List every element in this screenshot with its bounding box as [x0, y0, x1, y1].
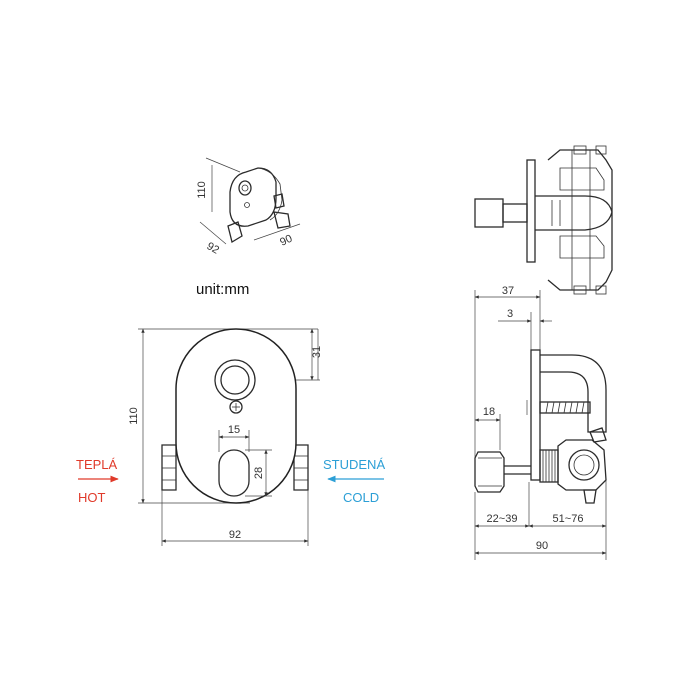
dim-110-label: 110	[128, 407, 140, 425]
threaded-rod	[539, 401, 591, 414]
dim-92-label: 92	[229, 529, 241, 541]
screw-icon	[229, 400, 243, 414]
front-view: 31 110 15 28	[128, 328, 323, 546]
outlet-ring	[214, 359, 256, 401]
iso-fitting	[273, 193, 285, 209]
dim-22-39-label: 22~39	[487, 513, 518, 525]
iso-body	[229, 167, 277, 227]
top-fitting	[589, 427, 607, 443]
iso-ext-line	[205, 157, 241, 173]
iso-width-label: 90	[278, 233, 294, 249]
dim-31-label: 31	[311, 346, 323, 358]
top-view	[474, 145, 613, 295]
dim-37-label: 37	[502, 285, 514, 297]
side-handle	[474, 451, 505, 493]
side-plate	[530, 349, 541, 481]
dim-51-76-label: 51~76	[553, 513, 584, 525]
iso-lever	[227, 221, 243, 244]
hot-label-en: HOT	[78, 490, 106, 505]
bottom-fitting	[583, 489, 597, 504]
iso-depth-label: 92	[205, 240, 222, 257]
dim-18-label: 18	[483, 406, 495, 418]
hot-flow: TEPLÁ HOT	[76, 457, 119, 505]
top-housing	[547, 149, 613, 291]
cold-label-cz: STUDENÁ	[323, 457, 385, 472]
dim-15-label: 15	[228, 424, 240, 436]
iso-inlet-right	[273, 211, 291, 229]
cover-plate	[175, 328, 297, 504]
top-handle	[474, 198, 504, 228]
iso-screw	[244, 202, 250, 208]
iso-height-label: 110	[196, 181, 208, 199]
side-view: 37 3 18	[474, 285, 607, 560]
iso-outlet	[238, 180, 252, 196]
dim-3-label: 3	[507, 308, 513, 320]
cold-label-en: COLD	[343, 490, 379, 505]
iso-width-dim	[253, 223, 301, 241]
unit-label: unit:mm	[196, 281, 249, 298]
lever-knob	[218, 449, 250, 497]
hot-label-cz: TEPLÁ	[76, 457, 118, 472]
left-connector	[161, 444, 177, 491]
dim-90-label: 90	[536, 540, 548, 552]
elbow-pipe	[540, 354, 607, 433]
top-body	[535, 195, 613, 231]
isometric-view: 110 92 90	[196, 157, 301, 257]
iso-depth-dim	[199, 221, 227, 245]
valve-port	[568, 449, 600, 481]
dim-28-label: 28	[253, 467, 265, 479]
cold-flow: STUDENÁ COLD	[323, 457, 385, 505]
outlet-inner	[220, 365, 250, 395]
thread-marks	[545, 401, 585, 414]
top-plate	[526, 159, 536, 263]
